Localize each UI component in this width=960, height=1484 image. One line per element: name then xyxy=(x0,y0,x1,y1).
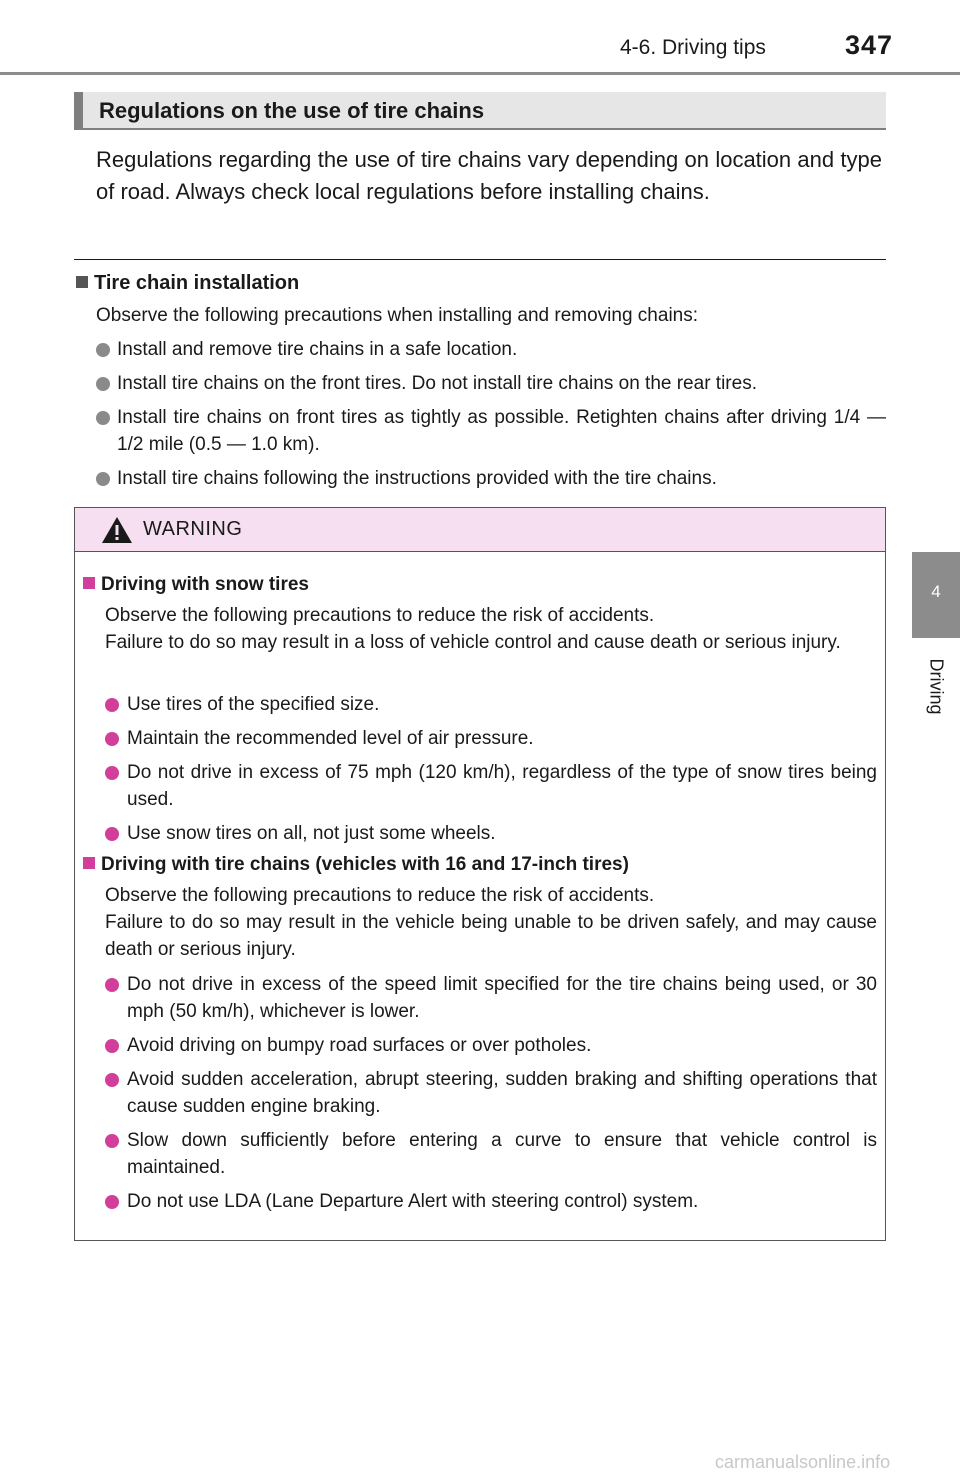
list-item: Do not drive in excess of the speed limi… xyxy=(105,971,877,1025)
installation-lead: Observe the following precautions when i… xyxy=(96,305,699,326)
header-rule xyxy=(0,72,960,75)
list-item: Use snow tires on all, not just some whe… xyxy=(105,820,877,847)
snow-tires-consequence: Failure to do so may result in a loss of… xyxy=(105,632,841,653)
bullet-dot-icon xyxy=(105,978,119,992)
list-item: Install and remove tire chains in a safe… xyxy=(96,336,886,363)
bullet-dot-icon xyxy=(105,1195,119,1209)
bullet-dot-icon xyxy=(105,1039,119,1053)
list-item-text: Do not use LDA (Lane Departure Alert wit… xyxy=(127,1191,699,1212)
list-item-text: Install tire chains following the instru… xyxy=(117,468,717,489)
list-item-text: Avoid sudden acceleration, abrupt steeri… xyxy=(127,1069,877,1117)
list-item: Install tire chains on the front tires. … xyxy=(96,370,886,397)
bullet-dot-icon xyxy=(96,411,110,425)
installation-heading-text: Tire chain installation xyxy=(94,272,300,294)
section-title: Regulations on the use of tire chains xyxy=(99,98,485,123)
snow-tires-heading: Driving with snow tires xyxy=(83,574,309,596)
tire-chains-consequence: Failure to do so may result in the vehic… xyxy=(105,912,877,960)
tire-chains-heading: Driving with tire chains (vehicles with … xyxy=(83,854,629,876)
bullet-dot-icon xyxy=(96,343,110,357)
list-item-text: Slow down sufficiently before entering a… xyxy=(127,1130,877,1178)
list-item: Do not use LDA (Lane Departure Alert wit… xyxy=(105,1188,877,1215)
list-item-text: Use snow tires on all, not just some whe… xyxy=(127,823,496,844)
snow-tires-lead: Observe the following precautions to red… xyxy=(105,605,655,626)
chapter-label-text: Driving xyxy=(926,658,947,715)
tire-chains-lead: Observe the following precautions to red… xyxy=(105,885,655,906)
installation-heading: Tire chain installation xyxy=(76,272,299,295)
list-item: Avoid sudden acceleration, abrupt steeri… xyxy=(105,1066,877,1120)
list-item-text: Install and remove tire chains in a safe… xyxy=(117,339,518,360)
watermark: carmanualsonline.info xyxy=(715,1452,891,1472)
chapter-label: Driving xyxy=(920,648,952,728)
bullet-dot-icon xyxy=(105,827,119,841)
section-intro: Regulations regarding the use of tire ch… xyxy=(96,147,882,204)
bullet-dot-icon xyxy=(105,1073,119,1087)
list-item: Maintain the recommended level of air pr… xyxy=(105,725,877,752)
divider xyxy=(74,259,886,260)
warning-header: WARNING xyxy=(75,508,885,552)
bullet-dot-icon xyxy=(96,472,110,486)
snow-tires-heading-text: Driving with snow tires xyxy=(101,574,309,595)
list-item-text: Maintain the recommended level of air pr… xyxy=(127,728,534,749)
list-item: Use tires of the specified size. xyxy=(105,691,877,718)
bullet-dot-icon xyxy=(105,732,119,746)
header-section-title: 4-6. Driving tips xyxy=(620,36,766,59)
section-title-bar: Regulations on the use of tire chains xyxy=(74,92,886,130)
list-item-text: Avoid driving on bumpy road surfaces or … xyxy=(127,1035,592,1056)
chapter-number: 4 xyxy=(931,582,941,601)
page-number: 347 xyxy=(845,30,894,60)
chapter-tab[interactable]: 4 xyxy=(912,552,960,638)
square-bullet-icon xyxy=(76,276,88,288)
square-bullet-icon xyxy=(83,577,95,589)
bullet-dot-icon xyxy=(96,377,110,391)
bullet-dot-icon xyxy=(105,766,119,780)
list-item-text: Do not drive in excess of 75 mph (120 km… xyxy=(127,762,877,810)
list-item: Avoid driving on bumpy road surfaces or … xyxy=(105,1032,877,1059)
list-item: Slow down sufficiently before entering a… xyxy=(105,1127,877,1181)
square-bullet-icon xyxy=(83,857,95,869)
bullet-dot-icon xyxy=(105,1134,119,1148)
list-item: Install tire chains on front tires as ti… xyxy=(96,404,886,458)
list-item: Install tire chains following the instru… xyxy=(96,465,886,492)
tire-chains-heading-text: Driving with tire chains (vehicles with … xyxy=(101,854,629,875)
bullet-dot-icon xyxy=(105,698,119,712)
list-item-text: Install tire chains on the front tires. … xyxy=(117,373,757,394)
list-item-text: Use tires of the specified size. xyxy=(127,694,380,715)
list-item: Do not drive in excess of 75 mph (120 km… xyxy=(105,759,877,813)
list-item-text: Do not drive in excess of the speed limi… xyxy=(127,974,877,1022)
list-item-text: Install tire chains on front tires as ti… xyxy=(117,407,886,455)
warning-title: WARNING xyxy=(143,518,243,540)
warning-triangle-icon xyxy=(102,517,132,543)
warning-box: WARNING Driving with snow tires Observe … xyxy=(74,507,886,1241)
